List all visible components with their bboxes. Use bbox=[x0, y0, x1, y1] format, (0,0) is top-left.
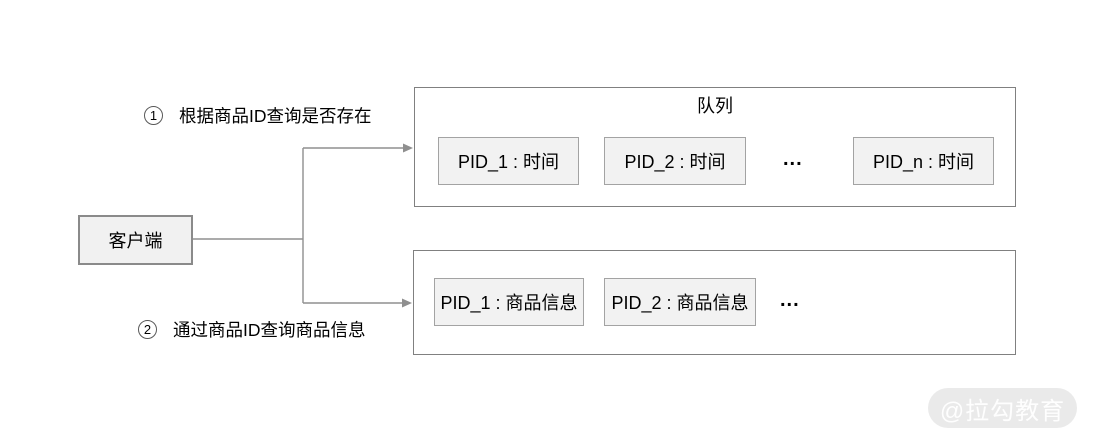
step-1-label: 根据商品ID查询是否存在 bbox=[179, 106, 372, 126]
info-item-pid2: PID_2 : 商品信息 bbox=[604, 278, 756, 326]
step-annotation-1: 1 根据商品ID查询是否存在 bbox=[144, 103, 372, 128]
info-item-pid1: PID_1 : 商品信息 bbox=[434, 278, 584, 326]
info-ellipsis: ... bbox=[780, 289, 800, 311]
step-2-number-circle: 2 bbox=[138, 320, 157, 339]
queue-item-pidn: PID_n : 时间 bbox=[853, 137, 994, 185]
arrowhead-top bbox=[403, 143, 413, 153]
step-2-label: 通过商品ID查询商品信息 bbox=[173, 320, 366, 340]
queue-ellipsis: ... bbox=[783, 148, 803, 170]
step-1-number-circle: 1 bbox=[144, 106, 163, 125]
client-node: 客户端 bbox=[78, 215, 193, 265]
queue-container: 队列 PID_1 : 时间 PID_2 : 时间 ... PID_n : 时间 bbox=[414, 87, 1016, 207]
queue-item-pid1: PID_1 : 时间 bbox=[438, 137, 579, 185]
queue-item-pid2: PID_2 : 时间 bbox=[604, 137, 746, 185]
watermark-badge: @拉勾教育 bbox=[928, 388, 1077, 428]
step-annotation-2: 2 通过商品ID查询商品信息 bbox=[138, 317, 366, 342]
product-info-container: PID_1 : 商品信息 PID_2 : 商品信息 ... bbox=[413, 250, 1016, 355]
arrowhead-bottom bbox=[402, 298, 412, 308]
queue-title: 队列 bbox=[697, 96, 733, 116]
